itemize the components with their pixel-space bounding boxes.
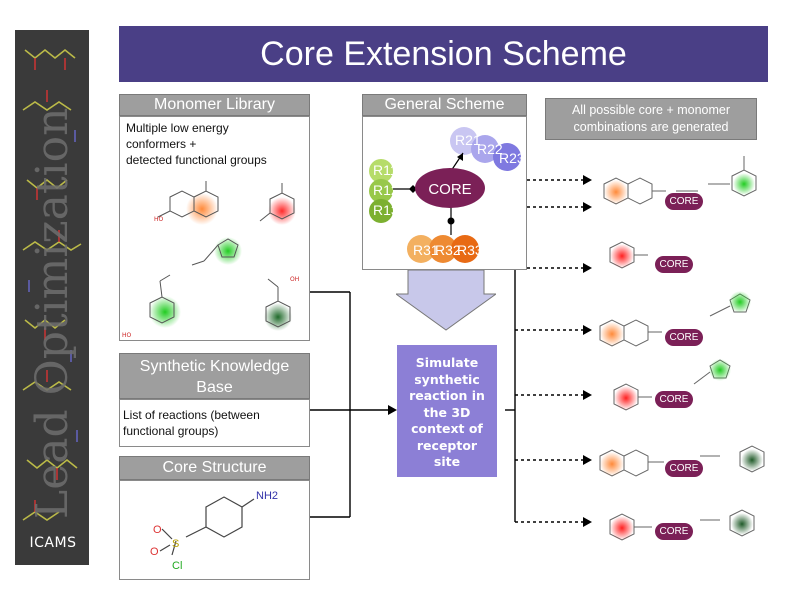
combinations-header: All possible core + monomer combinations… xyxy=(545,98,757,140)
r13-label: R13 xyxy=(373,202,399,218)
r33-node xyxy=(451,235,479,263)
atom-s: S xyxy=(172,538,179,550)
atom-o-top: O xyxy=(153,524,162,536)
atom-nh2: NH2 xyxy=(256,490,278,502)
r32-label: R32 xyxy=(435,242,461,258)
svg-text:OH: OH xyxy=(290,276,299,283)
combo-core-4: CORE xyxy=(655,391,693,408)
r22-node xyxy=(471,135,499,163)
monomer-library-description: Multiple low energy conformers + detecte… xyxy=(126,121,267,167)
r11-label: R11 xyxy=(373,162,398,178)
r23-label: R23 xyxy=(499,150,525,166)
atom-cl: Cl xyxy=(172,560,182,572)
arrow-head-icon xyxy=(388,405,397,415)
combo-core-3: CORE xyxy=(665,329,703,346)
r21-label: R21 xyxy=(455,132,481,148)
lead-optimization-label: Lead Optimization xyxy=(27,108,78,519)
r32-node xyxy=(429,235,457,263)
r13-node xyxy=(369,199,393,223)
lead-optimization-vertical-text: Lead Optimization xyxy=(27,108,78,519)
core-label: CORE xyxy=(428,181,471,198)
r11-node xyxy=(369,159,393,183)
down-arrow-icon xyxy=(396,270,496,331)
core-node xyxy=(415,168,485,208)
combo-core-6: CORE xyxy=(655,523,693,540)
r22-label: R22 xyxy=(477,141,503,157)
monomer-library-panel: Multiple low energy conformers + detecte… xyxy=(119,116,310,341)
r33-label: R33 xyxy=(457,242,483,258)
page-title: Core Extension Scheme xyxy=(119,26,768,82)
molecule-pattern-icon xyxy=(22,48,82,521)
monomer-library-header: Monomer Library xyxy=(119,94,310,116)
combo-core-5: CORE xyxy=(665,460,703,477)
combo-core-1: CORE xyxy=(665,193,703,210)
general-scheme-panel: R21 R22 R23 R11 R12 R13 R31 R32 R33 CORE xyxy=(362,116,527,270)
r21-node xyxy=(450,127,478,155)
r12-label: R12 xyxy=(373,182,399,198)
general-scheme-header: General Scheme xyxy=(362,94,527,116)
r12-node xyxy=(369,179,393,203)
atom-o-bottom: O xyxy=(150,546,159,558)
icams-logo: ICAMS xyxy=(29,535,77,551)
sulfonyl-chloride-molecule-image: NH2 O S O Cl xyxy=(150,490,278,572)
monomer-molecules-image: HO OH HO xyxy=(122,181,299,339)
svg-text:HO: HO xyxy=(122,332,132,339)
svg-text:HO: HO xyxy=(154,216,164,223)
lead-optimization-strip: Lead Optimization xyxy=(15,30,89,565)
synthetic-knowledge-base-header: Synthetic Knowledge Base xyxy=(119,353,310,399)
core-structure-panel: NH2 O S O Cl xyxy=(119,480,310,580)
core-structure-header: Core Structure xyxy=(119,456,310,480)
r31-node xyxy=(407,235,435,263)
simulate-reaction-box: Simulate synthetic reaction in the 3D co… xyxy=(397,345,497,477)
combo-core-2: CORE xyxy=(655,256,693,273)
combination-molecules-image xyxy=(599,156,765,541)
r23-node xyxy=(493,143,521,171)
general-scheme-diagram: R21 R22 R23 R11 R12 R13 R31 R32 R33 CORE xyxy=(369,127,525,263)
r31-label: R31 xyxy=(413,242,439,258)
synthetic-knowledge-base-panel: List of reactions (between functional gr… xyxy=(119,399,310,447)
